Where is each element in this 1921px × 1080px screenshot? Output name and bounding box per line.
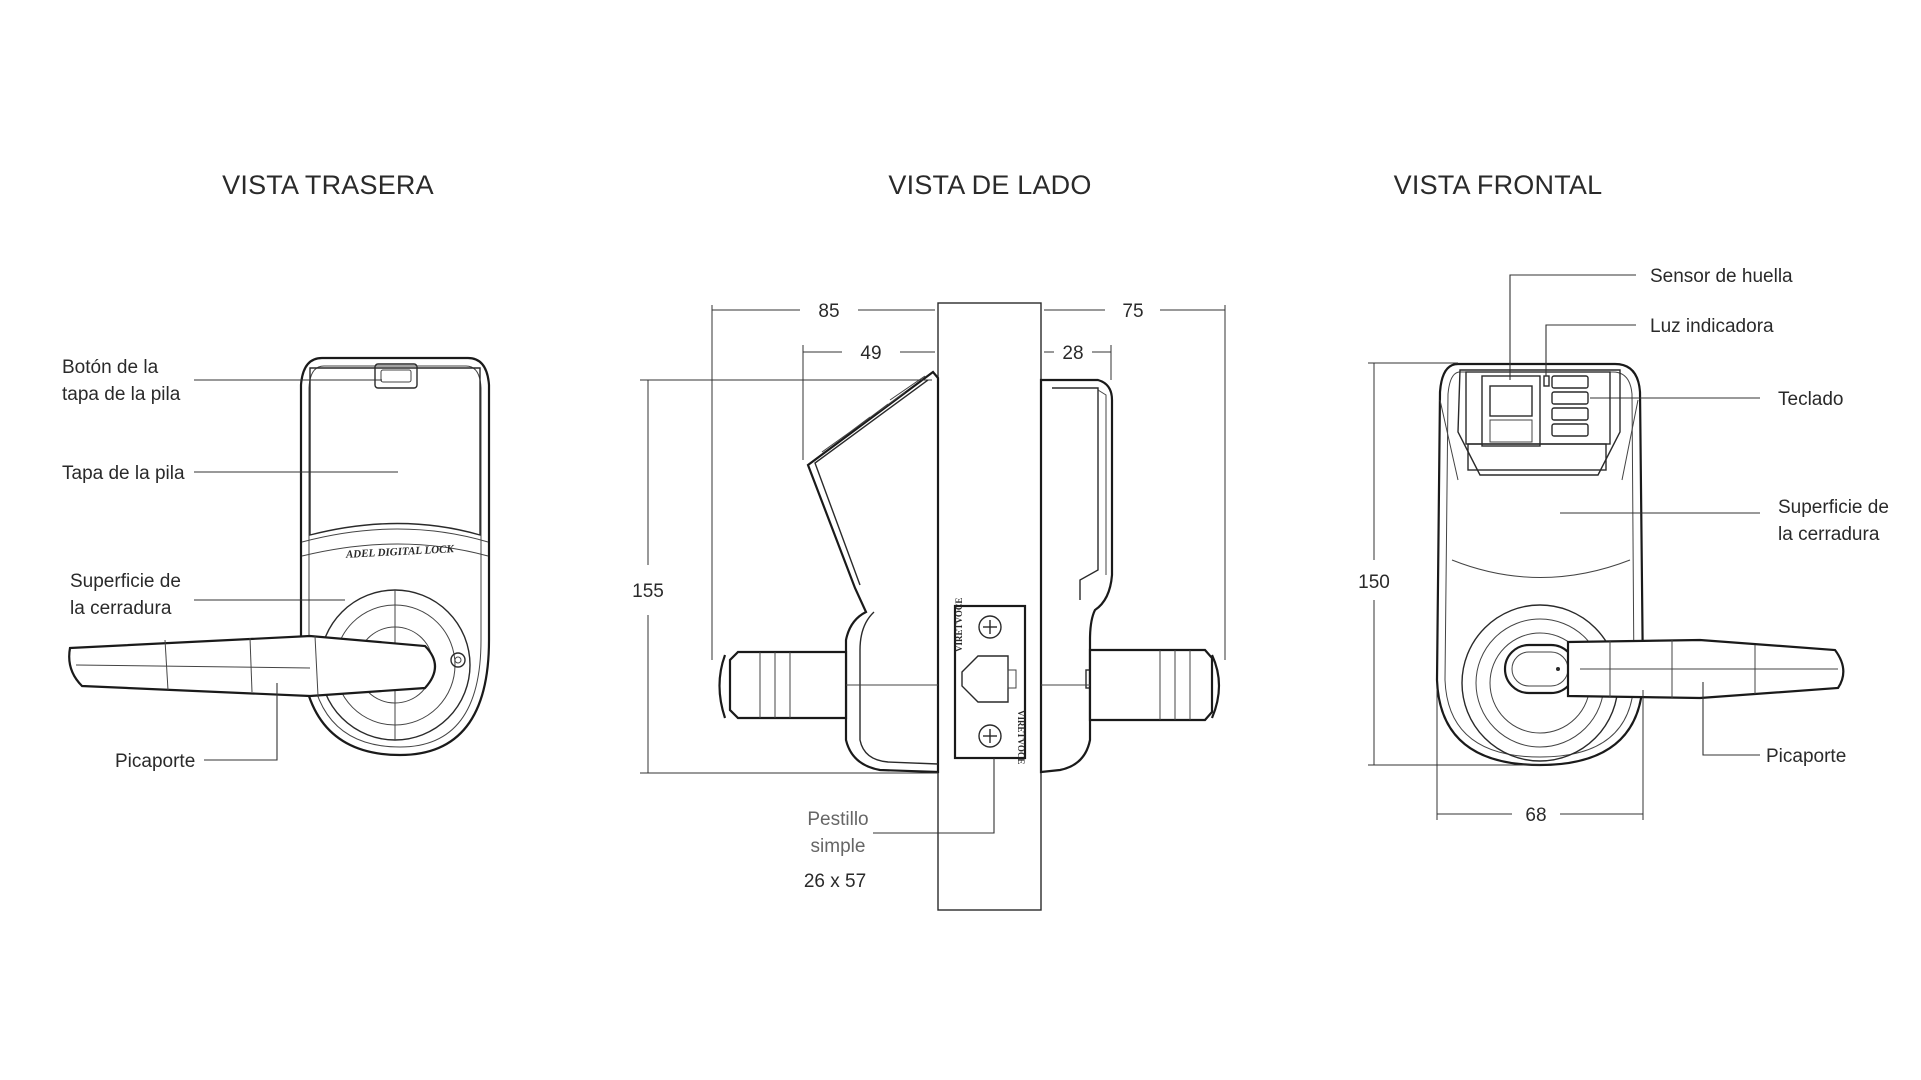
label-front-surface-l1: Superficie de xyxy=(1778,497,1889,518)
front-view-title: VISTA FRONTAL xyxy=(1394,170,1603,200)
side-dimensions xyxy=(640,305,1226,774)
leader-front-handle xyxy=(1702,682,1760,756)
side-left-handle-ribs xyxy=(759,652,791,718)
side-view-drawing: VIRETVOCE VIRETVOCE xyxy=(718,302,1221,911)
leader-rear-handle xyxy=(204,683,278,761)
latch-bolt xyxy=(961,655,1009,703)
label-latch-l1: Pestillo xyxy=(807,809,868,830)
label-rear-handle: Picaporte xyxy=(115,751,195,772)
side-left-inner xyxy=(814,379,929,586)
side-right-inner xyxy=(1052,387,1099,600)
key-3 xyxy=(1551,423,1589,437)
rear-handle-shape xyxy=(68,634,437,698)
plate-text-top: VIRETVOCE xyxy=(954,598,964,652)
side-right-handle xyxy=(1088,648,1214,722)
rear-handle-line-2 xyxy=(249,637,253,693)
dim-front-width: 68 xyxy=(1525,805,1546,826)
rear-handle-midline xyxy=(75,664,311,669)
side-right-body xyxy=(1039,378,1114,774)
label-fingerprint: Sensor de huella xyxy=(1650,266,1793,287)
label-front-surface-l2: la cerradura xyxy=(1778,524,1880,545)
latch-tip xyxy=(1007,669,1017,689)
rear-screw xyxy=(450,652,466,668)
leader-fingerprint xyxy=(1509,274,1636,380)
side-left-body xyxy=(806,370,940,774)
side-left-rose xyxy=(859,611,939,765)
rear-view-title: VISTA TRASERA xyxy=(222,170,434,200)
rear-brand-text: ADEL DIGITAL LOCK xyxy=(345,543,455,561)
side-left-handle xyxy=(728,650,848,720)
key-1 xyxy=(1551,391,1589,405)
rear-screw-inner xyxy=(454,656,462,664)
key-0 xyxy=(1551,375,1589,389)
battery-button-inner xyxy=(380,369,412,383)
dim-side-left-inner: 49 xyxy=(860,343,881,364)
dim-front-height: 150 xyxy=(1358,572,1390,593)
side-left-keys xyxy=(821,375,926,453)
front-body-inner xyxy=(1444,371,1635,758)
label-indicator: Luz indicadora xyxy=(1650,316,1774,337)
side-right-handle-tip xyxy=(1210,654,1221,719)
dim-side-right-inner: 28 xyxy=(1062,343,1083,364)
side-view-title: VISTA DE LADO xyxy=(888,170,1091,200)
cover-edge-2 xyxy=(301,543,489,557)
front-surface-edges xyxy=(1439,399,1639,481)
label-keypad: Teclado xyxy=(1778,389,1844,410)
label-battery-button-l2: tapa de la pila xyxy=(62,384,181,405)
dim-side-right-total: 75 xyxy=(1122,301,1143,322)
side-right-handle-ribs xyxy=(1159,650,1191,720)
label-latch-l2: simple xyxy=(811,836,866,857)
front-surface-curve xyxy=(1451,559,1631,578)
latch-screw-top xyxy=(978,615,1002,639)
rear-body-outline xyxy=(299,356,491,757)
leader-indicator xyxy=(1545,324,1636,376)
label-battery-cover: Tapa de la pila xyxy=(62,463,185,484)
battery-cover-shape xyxy=(309,367,481,536)
front-module-base xyxy=(1467,443,1607,471)
indicator-led xyxy=(1543,375,1550,387)
front-view-drawing xyxy=(1435,362,1845,767)
latch-screw-bottom xyxy=(978,724,1002,748)
plate-text-bottom: VIRETVOCE xyxy=(1016,710,1026,764)
rear-handle-line xyxy=(164,639,169,691)
key-2 xyxy=(1551,407,1589,421)
label-rear-surface-l1: Superficie de xyxy=(70,571,181,592)
side-right-edge xyxy=(1097,389,1107,575)
side-left-handle-tip xyxy=(718,654,727,719)
label-rear-surface-l2: la cerradura xyxy=(70,598,172,619)
battery-button-shape xyxy=(374,363,418,389)
rear-view-drawing: ADEL DIGITAL LOCK xyxy=(68,356,491,757)
front-module xyxy=(1457,369,1621,476)
front-keyhole xyxy=(1556,667,1560,671)
front-body-outline xyxy=(1435,362,1645,767)
fingerprint-sensor-shape xyxy=(1481,375,1541,447)
label-front-handle: Picaporte xyxy=(1766,746,1846,767)
fingerprint-lower xyxy=(1489,419,1533,443)
leader-latch xyxy=(873,758,995,834)
label-latch-size: 26 x 57 xyxy=(804,871,866,892)
dim-side-height: 155 xyxy=(632,581,664,602)
fingerprint-window xyxy=(1489,385,1533,417)
dim-side-left-total: 85 xyxy=(818,301,839,322)
cover-edge xyxy=(301,528,489,543)
rear-handle-line-3 xyxy=(314,635,319,697)
label-battery-button-l1: Botón de la xyxy=(62,357,159,378)
front-dimensions xyxy=(1368,362,1644,820)
